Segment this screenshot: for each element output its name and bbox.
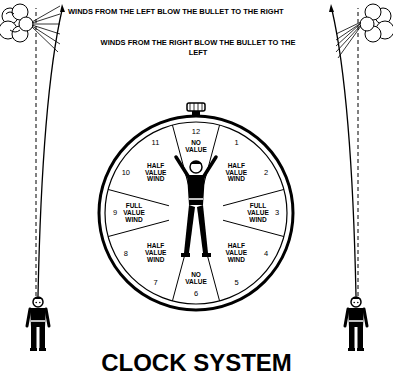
wind-note: WINDS FROM THE LEFT BLOW THE BULLET TO T… [68, 7, 284, 17]
zone-divider [172, 125, 188, 186]
clock-number: 11 [152, 139, 160, 147]
clock-number: 8 [124, 250, 128, 258]
diagram-title: CLOCK SYSTEM [0, 351, 393, 375]
bullet-right [329, 4, 334, 12]
wind-value-label: HALF VALUE WIND [221, 162, 251, 182]
clock-number: 6 [194, 290, 198, 298]
zone-divider [223, 220, 284, 236]
wind-value-label: NO VALUE [181, 272, 211, 286]
wind-value-label: HALF VALUE WIND [141, 162, 171, 182]
wind-value-label: HALF VALUE WIND [141, 243, 171, 263]
bullet-left [60, 4, 65, 12]
wind-note: WINDS FROM THE RIGHT BLOW THE BULLET TO … [100, 38, 296, 58]
zone-divider [108, 220, 169, 236]
shooter-left [27, 297, 49, 352]
shooter-right [345, 297, 367, 352]
clock-number: 2 [264, 169, 268, 177]
clock-number: 12 [192, 128, 200, 136]
trajectory-right [332, 10, 356, 296]
wind-value-label: NO VALUE [181, 140, 211, 154]
wind-cloud-left [0, 4, 33, 42]
wind-value-label: HALF VALUE WIND [221, 243, 251, 263]
wind-value-label: FULL VALUE WIND [243, 203, 273, 223]
wind-cloud-right [360, 4, 393, 42]
clock-number: 1 [234, 139, 238, 147]
wind-value-label: FULL VALUE WIND [119, 203, 149, 223]
aim-line-right [358, 8, 359, 296]
clock-number: 5 [234, 279, 238, 287]
trajectory-left [38, 10, 62, 296]
aim-line-left [36, 8, 37, 296]
clock-face [99, 103, 293, 310]
clock-number: 3 [275, 209, 279, 217]
clock-number: 10 [122, 169, 130, 177]
clock-number: 9 [113, 209, 117, 217]
center-soldier [176, 157, 216, 257]
clock-number: 7 [153, 279, 157, 287]
zone-divider [203, 125, 219, 186]
clock-number: 4 [264, 250, 268, 258]
